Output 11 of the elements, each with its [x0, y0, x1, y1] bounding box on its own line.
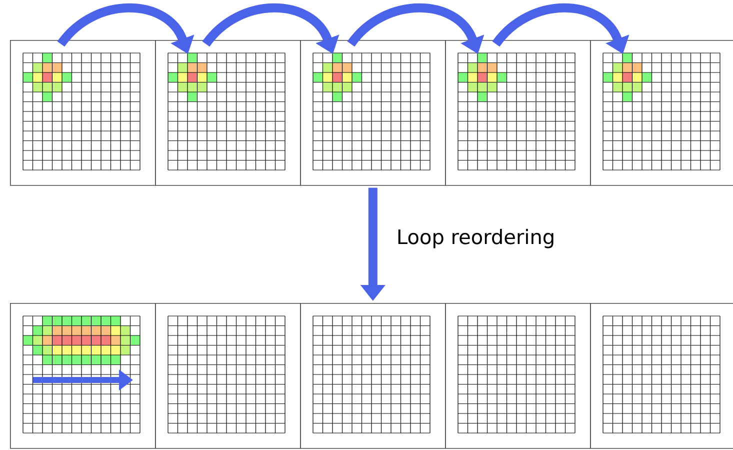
edge-label: Loop reordering — [398, 228, 554, 248]
panel-box — [300, 303, 446, 449]
panel-box — [590, 303, 733, 449]
panel-box — [445, 40, 591, 186]
panel-box — [155, 40, 301, 186]
panel-box — [10, 303, 156, 449]
panel-box — [445, 303, 591, 449]
panel-box — [300, 40, 446, 186]
panel-box — [10, 40, 156, 186]
panel-box — [155, 303, 301, 449]
panel-box — [590, 40, 733, 186]
